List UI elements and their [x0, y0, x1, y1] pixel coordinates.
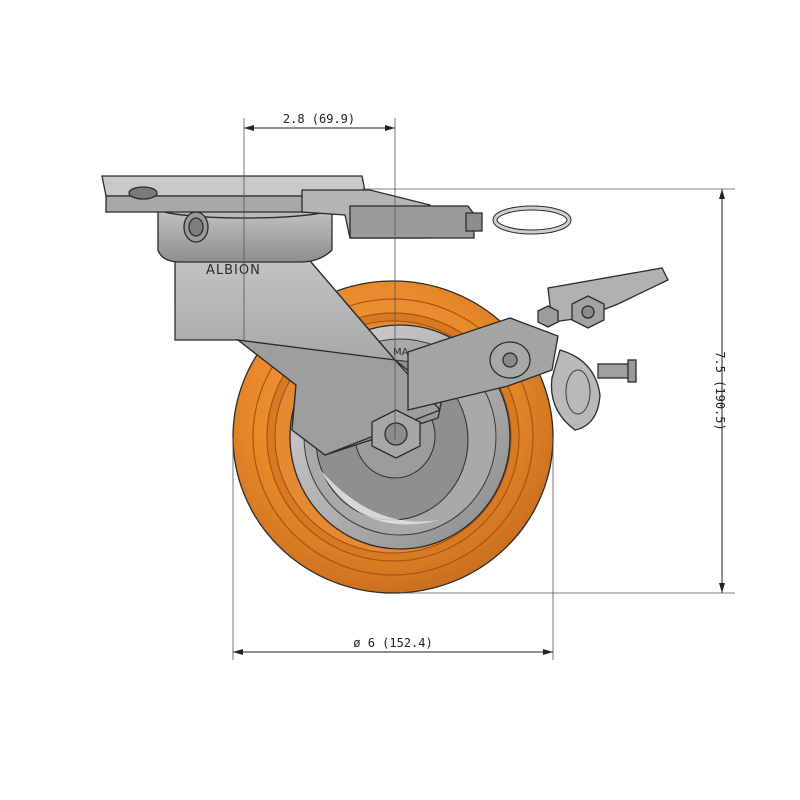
swivel-bolt-head — [188, 217, 204, 237]
swivel-lock — [301, 189, 572, 239]
height-dimension-label: 7.5 (190.5) — [713, 351, 727, 430]
brake-small-nut — [537, 305, 559, 328]
total-lock-brake — [407, 267, 669, 431]
fork-brand-text: ALBION — [206, 263, 261, 278]
tread-groove-outer — [252, 298, 534, 576]
axle-nut — [371, 409, 421, 459]
brake-pivot-bolt — [502, 352, 518, 368]
swivel-lock-pin — [465, 212, 483, 232]
axle-bolt — [384, 422, 408, 446]
hub-highlight — [320, 470, 440, 525]
dimension-lines: 2.8 (69.9) 7.5 (190.5) ø 6 (152.4) — [232, 112, 735, 660]
plate-hole-left — [128, 186, 158, 200]
brake-lever-arm — [407, 317, 559, 411]
brake-spring-pin — [597, 363, 633, 379]
swivel-lock-body — [349, 205, 475, 239]
diameter-dimension-label: ø 6 (152.4) — [353, 636, 432, 650]
hub-brand-text: MA — [393, 347, 409, 358]
brake-cam — [550, 349, 601, 431]
brake-pedal — [547, 267, 669, 323]
offset-dimension-label: 2.8 (69.9) — [283, 112, 355, 126]
